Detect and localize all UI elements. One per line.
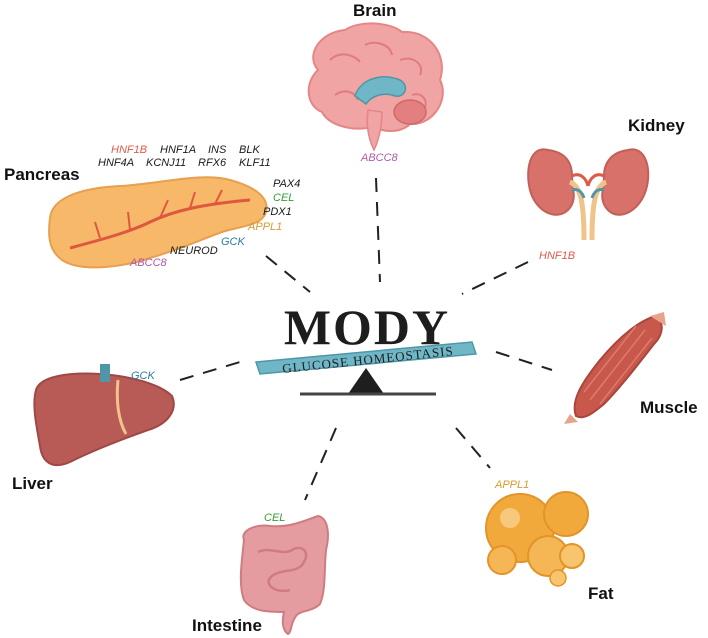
gene-pancreas-hnf1b: HNF1B bbox=[111, 144, 148, 156]
gene-pancreas-gck: GCK bbox=[221, 236, 245, 248]
organ-label-pancreas: Pancreas bbox=[4, 165, 80, 184]
kidney-icon bbox=[527, 148, 650, 241]
gene-pancreas-pdx1: PDX1 bbox=[263, 206, 292, 218]
organ-label-fat: Fat bbox=[588, 584, 614, 603]
seesaw-icon bbox=[254, 341, 478, 396]
organ-label-brain: Brain bbox=[353, 1, 397, 20]
organ-label-liver: Liver bbox=[12, 474, 53, 493]
connector-lines bbox=[179, 177, 553, 501]
fat-icon bbox=[485, 491, 589, 587]
connector-liver bbox=[179, 361, 241, 381]
connector-fat bbox=[455, 427, 491, 469]
organ-label-muscle: Muscle bbox=[640, 398, 698, 417]
gene-pancreas-rfx6: RFX6 bbox=[198, 157, 227, 169]
connector-intestine bbox=[304, 427, 337, 501]
pancreas-icon bbox=[48, 176, 268, 269]
liver-icon bbox=[33, 364, 175, 467]
connector-brain bbox=[375, 177, 381, 283]
connector-pancreas bbox=[265, 255, 311, 293]
gene-kidney-hnf1b: HNF1B bbox=[539, 250, 576, 262]
gene-pancreas-ins: INS bbox=[208, 144, 227, 156]
intestine-icon bbox=[239, 514, 329, 636]
connector-muscle bbox=[495, 351, 553, 371]
muscle-icon bbox=[564, 312, 666, 424]
gene-pancreas-hnf4a: HNF4A bbox=[98, 157, 135, 169]
gene-pancreas-abcc8: ABCC8 bbox=[130, 257, 167, 269]
mody-title: MODY bbox=[283, 299, 451, 355]
gene-liver-gck: GCK bbox=[131, 370, 155, 382]
gene-pancreas-klf11: KLF11 bbox=[239, 157, 271, 169]
gene-pancreas-hnf1a: HNF1A bbox=[160, 144, 197, 156]
gene-fat-appl1: APPL1 bbox=[495, 479, 530, 491]
gene-pancreas-kcnj11: KCNJ11 bbox=[146, 157, 187, 169]
organ-label-intestine: Intestine bbox=[192, 616, 262, 635]
gene-brain-abcc8: ABCC8 bbox=[361, 152, 398, 164]
gene-pancreas-blk: BLK bbox=[239, 144, 260, 156]
gene-pancreas-neurod: NEUROD bbox=[170, 245, 218, 257]
brain-icon bbox=[307, 22, 444, 152]
gene-pancreas-pax4: PAX4 bbox=[273, 178, 301, 190]
organ-label-kidney: Kidney bbox=[628, 116, 685, 135]
gene-pancreas-appl1: APPL1 bbox=[248, 221, 283, 233]
connector-kidney bbox=[461, 261, 529, 295]
gene-pancreas-cel: CEL bbox=[273, 192, 295, 204]
gene-intestine-cel: CEL bbox=[264, 512, 286, 524]
